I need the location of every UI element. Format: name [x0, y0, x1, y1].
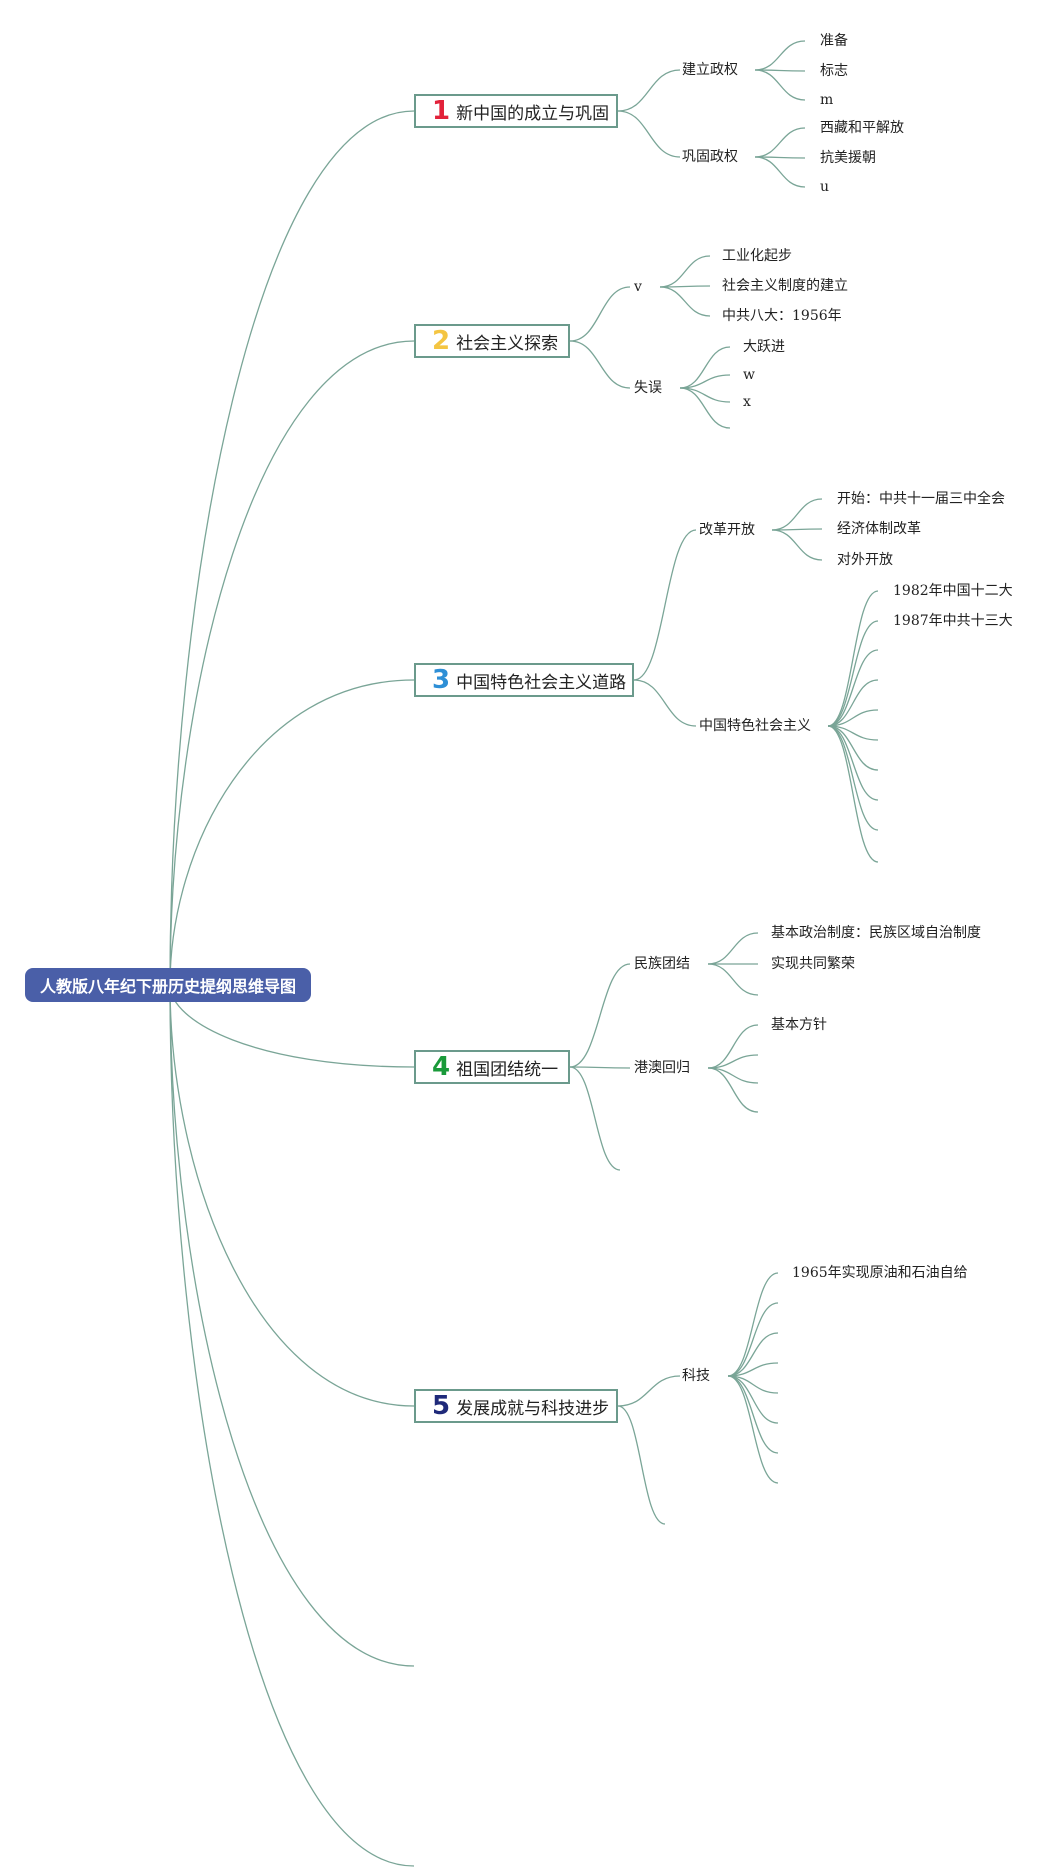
subtopic-label[interactable]: 科技 — [682, 1368, 710, 1384]
subtopic-label[interactable]: 建立政权 — [682, 62, 738, 78]
topic-label: 祖国团结统一 — [456, 1059, 559, 1080]
leaf-branch-3b-0 — [827, 590, 879, 727]
leaf-branch-3b-3 — [827, 679, 879, 727]
leaf-label[interactable]: 经济体制改革 — [837, 521, 921, 537]
leaf-branch-5a-0 — [727, 1272, 779, 1377]
leaf-branch-3b-6 — [827, 725, 879, 771]
topic-1-node[interactable]: 1 新中国的成立与巩固 — [414, 94, 618, 128]
topic-3-branch-0 — [633, 529, 697, 681]
topic-label: 新中国的成立与巩固 — [456, 103, 610, 124]
leaf-branch-4a-2 — [707, 963, 759, 996]
subtopic-label[interactable]: 港澳回归 — [634, 1060, 690, 1076]
topic-number-3: 3 — [432, 665, 451, 695]
topic-number-4: 4 — [432, 1052, 451, 1082]
topic-5-branch-1 — [617, 1405, 666, 1525]
leaf-label[interactable]: 1982年中国十二大 — [893, 583, 1013, 599]
leaf-label[interactable]: 西藏和平解放 — [820, 120, 904, 136]
leaf-branch-3b-7 — [827, 725, 879, 801]
leaf-branch-1a-2 — [754, 69, 806, 101]
topic-3-branch-1 — [633, 679, 697, 727]
leaf-label[interactable]: 开始：中共十一届三中全会 — [837, 491, 1005, 507]
root-branch-5 — [169, 984, 415, 1667]
leaf-label[interactable]: 基本方针 — [771, 1017, 827, 1033]
root-branch-0 — [169, 110, 415, 986]
subtopic-label[interactable]: 中国特色社会主义 — [699, 718, 811, 734]
topic-label: 中国特色社会主义道路 — [456, 672, 627, 693]
leaf-branch-2a-2 — [659, 286, 711, 317]
leaf-branch-1a-0 — [754, 40, 806, 71]
leaf-branch-5a-6 — [727, 1375, 779, 1454]
topic-4-branch-2 — [569, 1066, 621, 1171]
leaf-branch-4b-1 — [707, 1054, 759, 1069]
leaf-branch-5a-7 — [727, 1375, 779, 1484]
leaf-label[interactable]: 1987年中共十三大 — [893, 613, 1013, 629]
leaf-label[interactable]: u — [820, 179, 830, 195]
leaf-label[interactable]: 实现共同繁荣 — [771, 956, 855, 972]
leaf-branch-3b-1 — [827, 620, 879, 727]
topic-4-branch-1 — [569, 1066, 631, 1069]
leaf-label[interactable]: 抗美援朝 — [820, 150, 876, 166]
leaf-branch-5a-3 — [727, 1362, 779, 1377]
topic-number-2: 2 — [432, 326, 451, 356]
leaf-branch-3b-9 — [827, 725, 879, 863]
leaf-label[interactable]: 基本政治制度：民族区域自治制度 — [771, 925, 981, 941]
leaf-label[interactable]: 标志 — [820, 63, 848, 79]
subtopic-label[interactable]: 巩固政权 — [682, 149, 738, 165]
topic-5-branch-0 — [617, 1375, 681, 1407]
leaf-label[interactable]: 大跃进 — [743, 339, 785, 355]
root-branch-2 — [169, 679, 415, 986]
leaf-branch-5a-2 — [727, 1332, 779, 1377]
leaf-label[interactable]: 社会主义制度的建立 — [722, 278, 848, 294]
root-branch-1 — [169, 340, 415, 986]
topic-4-node[interactable]: 4 祖国团结统一 — [414, 1050, 570, 1084]
leaf-branch-3a-0 — [771, 498, 823, 531]
topic-2-branch-0 — [569, 286, 631, 342]
leaf-branch-2a-0 — [659, 255, 711, 288]
leaf-label[interactable]: 对外开放 — [837, 552, 893, 568]
leaf-label[interactable]: m — [820, 92, 834, 108]
leaf-branch-2b-3 — [679, 387, 731, 429]
leaf-branch-3b-8 — [827, 725, 879, 831]
topic-number-1: 1 — [432, 96, 451, 126]
topic-4-branch-0 — [569, 963, 631, 1068]
leaf-branch-4b-0 — [707, 1024, 759, 1069]
topic-2-branch-1 — [569, 340, 631, 389]
topic-5-node[interactable]: 5 发展成就与科技进步 — [414, 1389, 618, 1423]
leaf-branch-4b-3 — [707, 1067, 759, 1113]
topic-1-branch-0 — [617, 69, 681, 112]
topic-number-5: 5 — [432, 1391, 451, 1421]
subtopic-label[interactable]: 民族团结 — [634, 956, 690, 972]
leaf-label[interactable]: 工业化起步 — [722, 248, 792, 264]
topic-label: 发展成就与科技进步 — [456, 1398, 610, 1419]
leaf-label[interactable]: w — [743, 367, 755, 383]
leaf-branch-5a-5 — [727, 1375, 779, 1424]
leaf-branch-1b-2 — [754, 156, 806, 188]
topic-label: 社会主义探索 — [456, 333, 559, 354]
leaf-label[interactable]: 准备 — [820, 33, 848, 49]
topic-3-node[interactable]: 3 中国特色社会主义道路 — [414, 663, 634, 697]
leaf-branch-5a-1 — [727, 1302, 779, 1377]
leaf-label[interactable]: x — [743, 394, 751, 410]
leaf-branch-4a-0 — [707, 932, 759, 965]
root-branch-6 — [169, 984, 415, 1867]
leaf-branch-2b-0 — [679, 346, 731, 389]
leaf-label[interactable]: 中共八大：1956年 — [722, 308, 842, 324]
root-label: 人教版八年纪下册历史提纲思维导图 — [39, 977, 296, 996]
topic-2-node[interactable]: 2 社会主义探索 — [414, 324, 570, 358]
subtopic-label[interactable]: v — [634, 279, 642, 295]
leaf-label[interactable]: 1965年实现原油和石油自给 — [792, 1265, 968, 1281]
leaf-branch-3b-2 — [827, 649, 879, 727]
root-branch-4 — [169, 984, 415, 1407]
subtopic-label[interactable]: 失误 — [634, 380, 662, 396]
leaf-branch-1b-0 — [754, 127, 806, 158]
topic-1-branch-1 — [617, 110, 681, 158]
root-node[interactable]: 人教版八年纪下册历史提纲思维导图 — [25, 968, 311, 1002]
subtopic-label[interactable]: 改革开放 — [699, 522, 755, 538]
leaf-branch-3b-4 — [827, 709, 879, 727]
leaf-branch-3a-2 — [771, 529, 823, 561]
